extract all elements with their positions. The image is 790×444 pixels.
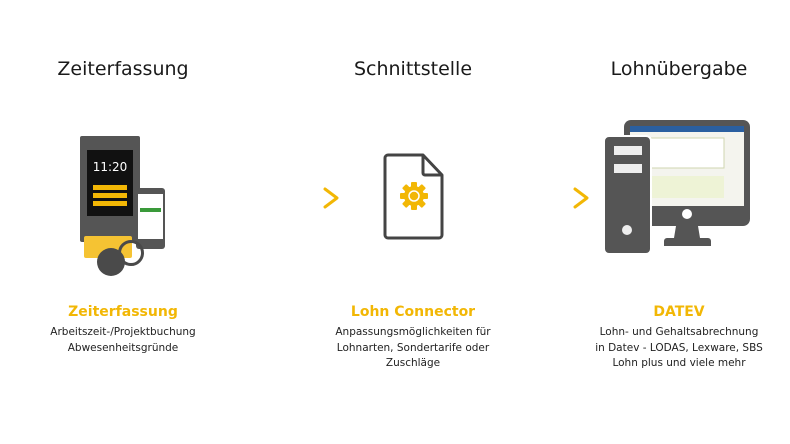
step-description: Arbeitszeit-/Projektbuchung Abwesenheits…	[0, 325, 253, 356]
terminal-device: 11:20	[80, 136, 140, 242]
description-line: Lohnarten, Sondertarife oder	[336, 341, 490, 354]
description-line: Lohn plus und viele mehr	[612, 357, 746, 369]
description-line: Abwesenheitsgründe	[67, 341, 179, 354]
description-line: Zuschläge	[385, 357, 441, 369]
step-heading: Schnittstelle	[353, 58, 473, 80]
computer-icon	[604, 120, 750, 255]
description-line: Lohn- und Gehaltsabrechnung	[599, 326, 759, 338]
description-line: Anpassungsmöglichkeiten für	[335, 326, 491, 338]
step-description: Lohn- und Gehaltsabrechnung in Datev - L…	[549, 325, 790, 372]
time-terminal-illustration: 11:20	[80, 136, 176, 286]
step-heading: Zeiterfassung	[57, 58, 189, 80]
smartphone	[136, 188, 165, 249]
description-line: Arbeitszeit-/Projektbuchung	[50, 326, 196, 338]
document-gear-icon	[383, 153, 444, 240]
arrow-right-icon	[214, 187, 339, 209]
step-title: DATEV	[653, 304, 705, 320]
step-title: Zeiterfassung	[68, 304, 178, 320]
step-heading: Lohnübergabe	[610, 58, 748, 80]
step-title: Lohn Connector	[350, 304, 476, 320]
step-description: Anpassungsmöglichkeiten für Lohnarten, S…	[283, 325, 543, 372]
key-fob-icon	[118, 240, 144, 266]
description-line: in Datev - LODAS, Lexware, SBS	[595, 341, 763, 354]
terminal-screen: 11:20	[87, 150, 133, 216]
terminal-time: 11:20	[92, 160, 128, 174]
arrow-right-icon	[464, 187, 589, 209]
